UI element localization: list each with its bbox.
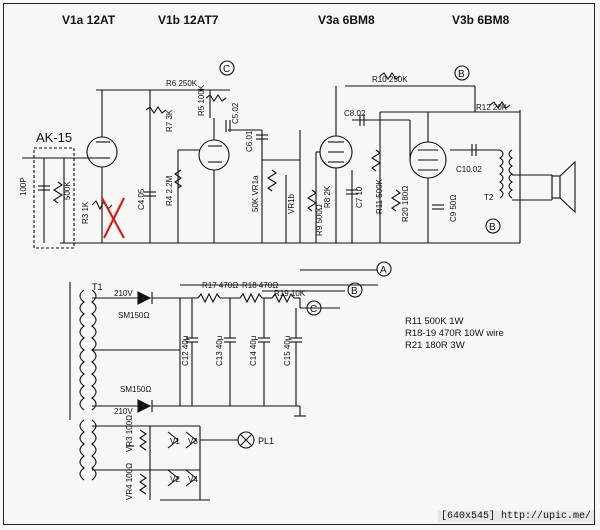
r10-label: R10 250K — [372, 75, 408, 84]
t1-label: T1 — [92, 282, 103, 292]
vr3-label: VR3 100Ω — [125, 415, 134, 452]
c9-label: C9 50Ω — [449, 195, 458, 222]
node-c-upper: C — [223, 64, 230, 75]
r17-label: R17 470Ω — [202, 281, 238, 290]
node-c-supply: C — [310, 304, 317, 315]
note-r18-19: R18-19 470R 10W wire — [405, 328, 504, 339]
v210-bot-label: 210V — [114, 407, 133, 416]
note-r21: R21 180R 3W — [405, 340, 465, 351]
r4-label: R4 2.2M — [165, 175, 174, 206]
r19-label: R19 10K — [274, 289, 306, 298]
res-500k-label: 500K — [63, 181, 72, 200]
cap-100p-label: 100P — [19, 177, 28, 196]
r11-label: R11 500K — [375, 178, 384, 214]
c7-label: C7 10 — [355, 186, 364, 208]
node-b-supply: B — [351, 286, 358, 297]
r3-label: R3 1K — [81, 201, 90, 224]
tube-header-v1b: V1b 12AT7 — [158, 13, 219, 27]
node-b-output: B — [489, 222, 496, 233]
v1-label: V1 — [170, 437, 180, 446]
node-a-supply: A — [380, 265, 387, 276]
tube-header-v1a: V1a 12AT — [62, 13, 116, 27]
c5-label: C5.02 — [231, 102, 240, 124]
t2-label: T2 — [484, 193, 494, 202]
image-credit: [640x545] http://upic.me/ — [437, 511, 594, 522]
r7-label: R7 3K — [165, 109, 174, 132]
r18-label: R18 470Ω — [242, 281, 278, 290]
c13-label: C13 40μ — [215, 335, 224, 366]
r12-label: R12 20K — [476, 103, 508, 112]
tube-header-v3a: V3a 6BM8 — [318, 13, 375, 27]
tube-header-v3b: V3b 6BM8 — [452, 13, 510, 27]
vr1b-label: VR1b — [287, 193, 296, 214]
r6-label: R6 250K — [166, 79, 198, 88]
v4-label: V4 — [188, 475, 198, 484]
vr4-label: VR4 100Ω — [125, 463, 134, 500]
c4-label: C4.05 — [137, 188, 146, 210]
c14-label: C14 40μ — [249, 335, 258, 366]
node-b-upper: B — [458, 69, 465, 80]
pl1-label: PL1 — [258, 436, 274, 446]
image-frame — [3, 3, 595, 525]
v3-label: V3 — [188, 437, 198, 446]
c8-label: C8.02 — [344, 109, 366, 118]
vr1a-label: 50K VR1a — [251, 175, 260, 212]
r20-label: R20 180Ω — [401, 186, 410, 222]
r9-label: R9 500Ω — [315, 204, 324, 236]
sm-top-label: SM150Ω — [118, 311, 149, 320]
c10-label: C10.02 — [456, 165, 482, 174]
c12-label: C12 40μ — [181, 335, 190, 366]
sm-bot-label: SM150Ω — [120, 385, 151, 394]
note-r11: R11 500K 1W — [405, 316, 464, 327]
v2-label: V2 — [170, 475, 180, 484]
component-notes: R11 500K 1W R18-19 470R 10W wire R21 180… — [405, 316, 504, 352]
c6-label: C6.01 — [245, 130, 254, 152]
r5-label: R5 100K — [197, 84, 206, 116]
input-jack-label: AK-15 — [36, 130, 72, 145]
c15-label: C15 40μ — [283, 335, 292, 366]
v210-top-label: 210V — [114, 289, 133, 298]
r8-label: R8 2K — [323, 185, 332, 208]
